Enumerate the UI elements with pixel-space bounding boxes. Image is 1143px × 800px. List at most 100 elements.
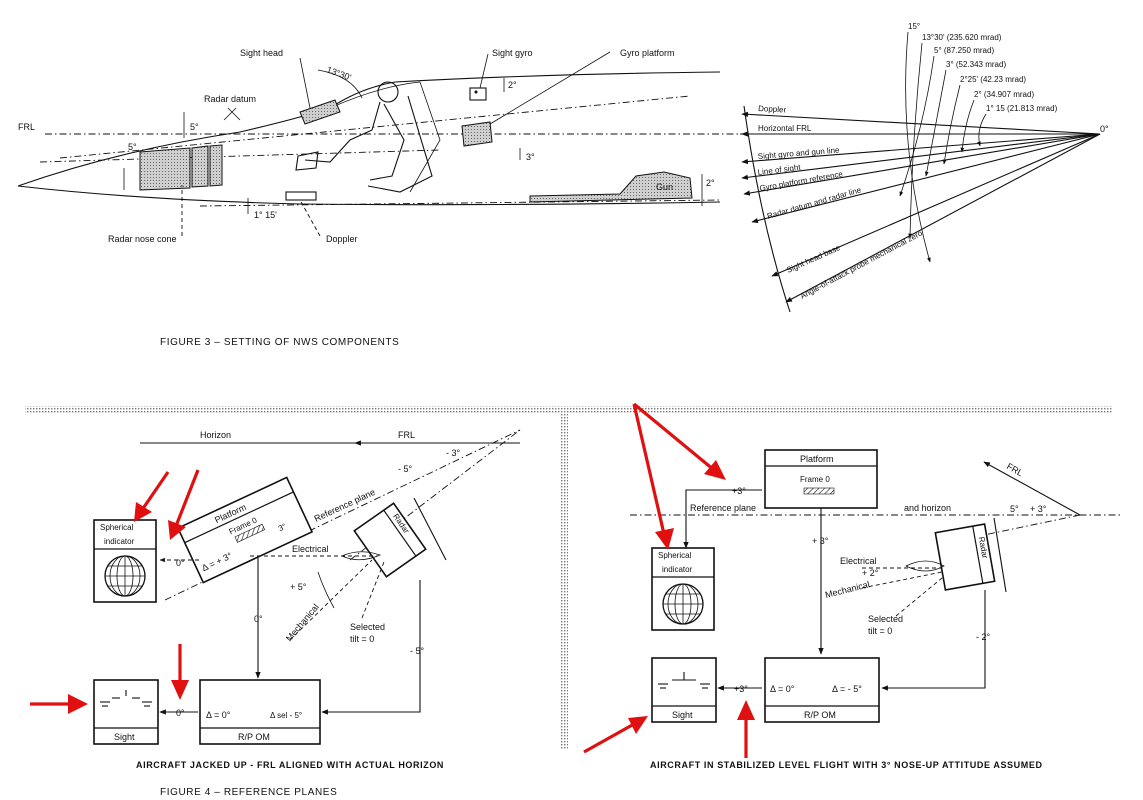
fan-line (785, 133, 1101, 303)
angle-5-small-label: 5° (190, 122, 199, 132)
angle-scale-label: 1° 15 (21.813 mrad) (986, 104, 1058, 113)
figure4-top-rule (25, 406, 1113, 414)
svg-text:Δ = 0°: Δ = 0° (206, 710, 231, 720)
right-angle-plus3: + 3° (1030, 504, 1047, 514)
right-radar-box: Radar (934, 523, 996, 591)
angle-scale-arc (899, 55, 935, 197)
figure3-caption: FIGURE 3 – SETTING OF NWS COMPONENTS (160, 337, 399, 348)
fan-line (751, 133, 1101, 224)
angle-13-30-label: 13°30' (325, 64, 352, 82)
right-rpom-box: R/P OM Δ = 0° Δ = - 5° (764, 657, 880, 723)
gyro-platform-label: Gyro platform (620, 48, 675, 58)
left-spherical-indicator: Spherical indicator (93, 519, 157, 603)
fan-line (743, 133, 1101, 196)
svg-text:Δ sel - 5°: Δ sel - 5° (270, 711, 302, 720)
right-plus3-top: +3° (732, 486, 746, 496)
fan-line-label: Sight gyro and gun line (757, 146, 840, 161)
doppler-label: Doppler (326, 234, 358, 244)
svg-text:Δ = - 5°: Δ = - 5° (832, 684, 862, 694)
radar-antenna-block (139, 147, 191, 191)
angle-scale-label: 13°30' (235.620 mrad) (922, 33, 1002, 42)
right-plus3-mid: + 3° (812, 536, 829, 546)
right-platform-box: Platform Frame 0 (764, 449, 878, 509)
left-selected-1: Selected (350, 622, 385, 632)
left-zero-a: 0° (176, 558, 185, 568)
doppler-box (285, 191, 317, 201)
left-zero-c: 0° (176, 708, 185, 718)
left-angle-minus5: - 5° (398, 464, 413, 474)
radar-datum-label: Radar datum (204, 94, 256, 104)
svg-text:R/P OM: R/P OM (804, 710, 836, 720)
angle-scale-label: 5° (87.250 mrad) (934, 46, 994, 55)
left-plus5: + 5° (290, 582, 307, 592)
left-zero-b: 0° (254, 614, 263, 624)
fan-line-label: Angle-of-attack probe mechanical zero (799, 228, 925, 301)
radar-nose-cone-label: Radar nose cone (108, 234, 177, 244)
angle-scale-arc (905, 31, 931, 263)
right-angle-5: 5° (1010, 504, 1019, 514)
right-minus2: - 2° (976, 632, 991, 642)
left-caption: AIRCRAFT JACKED UP - FRL ALIGNED WITH AC… (136, 760, 444, 770)
red-arrow-4 (30, 694, 88, 714)
svg-text:R/P OM: R/P OM (238, 732, 270, 742)
pilot-figure (295, 81, 433, 193)
angle-2-gun-label: 2° (706, 178, 715, 188)
figure4-divider (560, 414, 568, 749)
red-annotations (30, 402, 755, 758)
left-platform-box: Platform Frame 0 Δ = + 3° 3° (176, 476, 314, 584)
angle-scale-label: 2° (34.907 mrad) (974, 90, 1034, 99)
angle-scale-arc (960, 99, 975, 153)
left-minus5-feed: - 5° (410, 646, 425, 656)
left-electrical: Electrical (292, 544, 329, 554)
right-electrical: Electrical (840, 556, 877, 566)
left-rpom-box: R/P OM Δ = 0° Δ sel - 5° (199, 679, 321, 745)
left-radar-box: Radar (353, 502, 427, 578)
left-reticle-icon (100, 690, 152, 707)
left-frl-label: FRL (398, 430, 415, 440)
fan-line-label: Horizontal FRL (758, 124, 812, 133)
angle-scale-label: 2°25' (42.23 mrad) (960, 75, 1026, 84)
left-horizon-label: Horizon (200, 430, 231, 440)
fan-line (741, 133, 1101, 180)
angle-scale-arc (942, 84, 961, 165)
red-arrow-7 (583, 716, 648, 754)
svg-text:Sight: Sight (672, 710, 693, 720)
gun-shape (529, 171, 693, 203)
svg-text:indicator: indicator (104, 537, 135, 546)
gyro-platform-box (461, 121, 493, 147)
figure4-left-panel: Horizon FRL - 3° - 5° Reference plane Pl… (93, 429, 521, 770)
left-sight-box: Sight (93, 679, 159, 745)
svg-text:Frame 0: Frame 0 (800, 475, 830, 484)
right-and-horizon: and horizon (904, 503, 951, 513)
red-arrow-3 (171, 644, 189, 700)
red-arrow-8 (737, 700, 755, 758)
right-selected-1: Selected (868, 614, 903, 624)
sight-head-unit (299, 99, 341, 125)
angle-scale-label: 3° (52.343 mrad) (946, 60, 1006, 69)
angle-1-15-label: 1° 15' (254, 210, 277, 220)
fan-line (741, 133, 1101, 165)
angle-scale-arc (924, 69, 947, 177)
svg-text:Spherical: Spherical (658, 551, 692, 560)
svg-text:Platform: Platform (800, 454, 834, 464)
sight-head-label: Sight head (240, 48, 283, 58)
frl-label: FRL (18, 122, 35, 132)
fan-line (771, 133, 1101, 277)
svg-text:3°: 3° (277, 522, 288, 533)
left-reference-plane: Reference plane (313, 487, 377, 524)
svg-text:Spherical: Spherical (100, 523, 134, 532)
fan-zero-label: 0° (1100, 124, 1109, 134)
right-selected-2: tilt = 0 (868, 626, 892, 636)
right-plus2: + 2° (862, 568, 879, 578)
right-sight-box: Sight (651, 657, 717, 723)
sight-gyro-box (469, 87, 487, 101)
right-caption: AIRCRAFT IN STABILIZED LEVEL FLIGHT WITH… (650, 760, 1043, 770)
angle-scale-label: 15° (908, 22, 920, 31)
figure3-aircraft: FRL Sight head 13°30' Radar datum 5° 5° … (17, 48, 740, 244)
angle-3-platform-label: 3° (526, 152, 535, 162)
svg-text:Radar: Radar (977, 536, 990, 559)
angle-scale-arc (977, 113, 987, 147)
angle-5-large-label: 5° (128, 142, 137, 152)
